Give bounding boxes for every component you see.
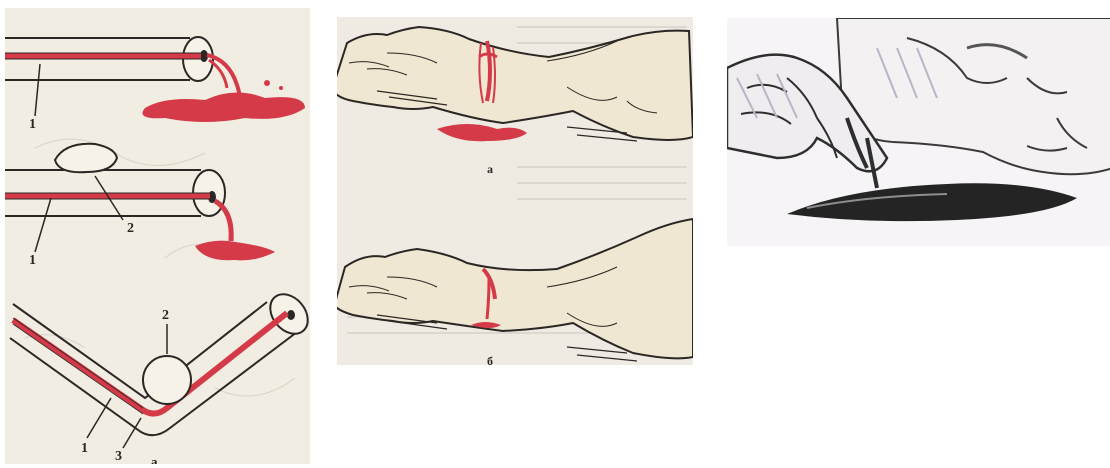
neck-compression-svg (727, 18, 1110, 246)
label-limb-3: 3 (115, 449, 122, 464)
vessel-diagram-panel: 1 2 1 2 1 (5, 8, 310, 464)
arm-bottom: б (337, 219, 693, 365)
arm-bleeding-panel: а б (337, 17, 693, 365)
caption-a: а (151, 454, 158, 464)
artery-1 (5, 53, 201, 59)
label-vessel-1b: 1 (29, 253, 36, 268)
pressure-pad-2 (55, 144, 117, 172)
vessel-diagram-3: 2 1 3 а (10, 287, 310, 464)
neck-compression-panel (727, 18, 1110, 246)
blood-pool-2 (195, 241, 275, 261)
label-vessel-1c: 1 (81, 441, 88, 456)
label-pad-2: 2 (127, 221, 134, 236)
blood-pool-1 (143, 92, 306, 122)
caption-bottom: б (487, 354, 493, 365)
vessel-diagram-1: 1 (5, 37, 305, 132)
label-pad-2b: 2 (162, 308, 169, 323)
arm-illustrations-svg: а б (337, 17, 693, 365)
caption-top: а (487, 162, 493, 176)
pressure-pad-3 (143, 356, 191, 404)
label-vessel-1: 1 (29, 117, 36, 132)
arm-top: а (337, 27, 693, 176)
vessel-diagrams-svg: 1 2 1 2 1 (5, 8, 310, 464)
shadow (787, 183, 1077, 221)
blood-pool-top (437, 124, 527, 141)
vessel-diagram-2: 2 1 (5, 144, 275, 268)
